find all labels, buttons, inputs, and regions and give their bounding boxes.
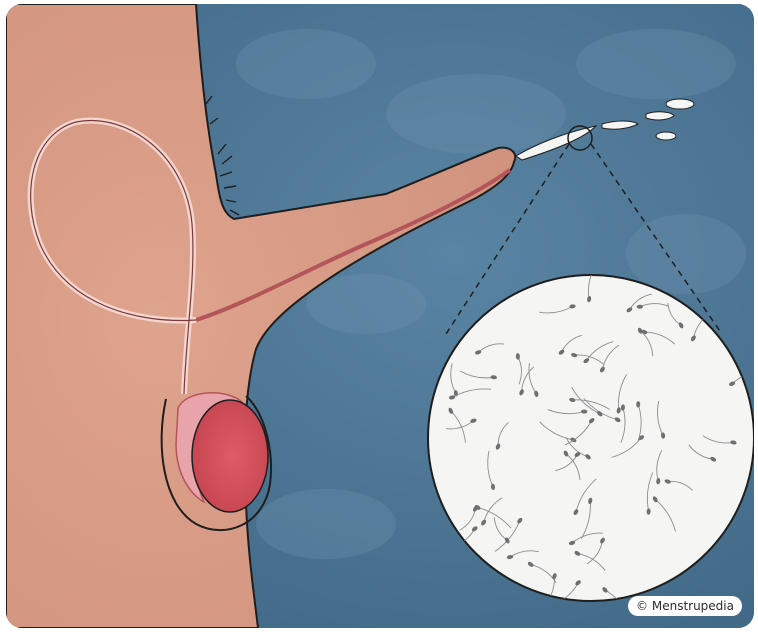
sperm-head [636,401,640,407]
watermark-label: © Menstrupedia [628,596,742,616]
illustration-frame: © Menstrupedia [6,4,754,628]
magnifier-circle [428,275,754,601]
testis [192,400,268,512]
anatomy-illustration [6,4,754,628]
